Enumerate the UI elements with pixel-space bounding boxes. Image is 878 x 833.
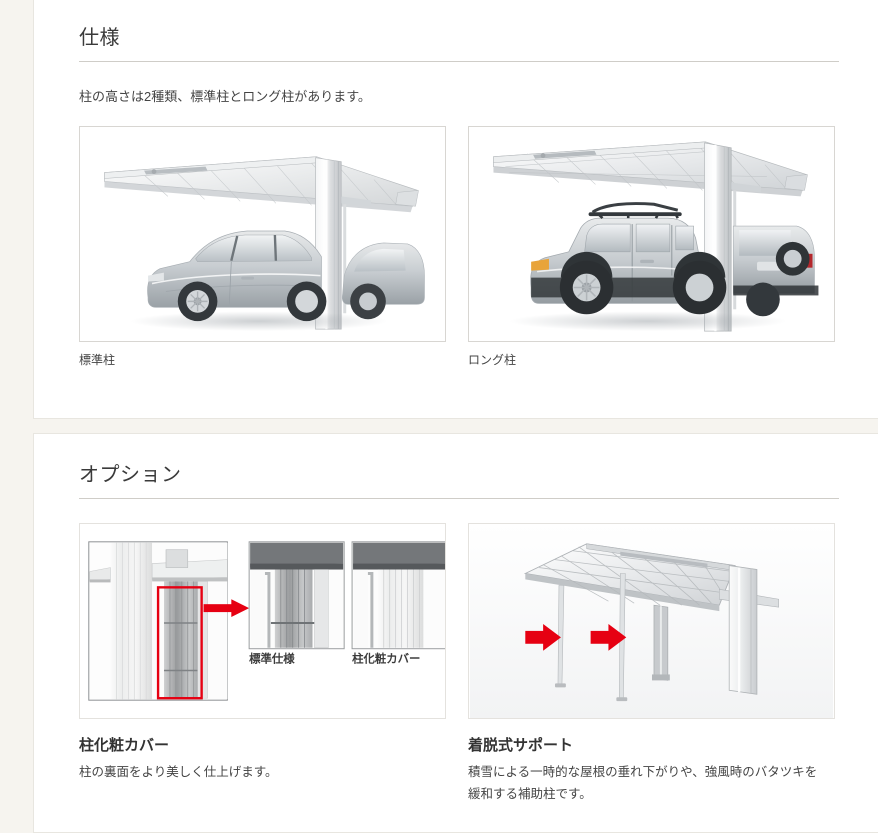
red-arrow-icon-right — [590, 623, 627, 651]
option-item-pillar-cover: 標準仕様 — [79, 523, 446, 806]
option-description-support: 積雪による一時的な屋根の垂れ下がりや、強風時のバタツキを緩和する補助柱です。 — [468, 765, 818, 801]
option-title-pillar-cover: 柱化粧カバー — [79, 737, 170, 754]
option-description-pillar-cover: 柱の裏面をより美しく仕上げます。 — [79, 765, 278, 779]
detachable-support-diagram — [469, 524, 834, 718]
option-section-heading: オプション — [79, 464, 182, 486]
option-photo-frame-pillar-cover[interactable]: 標準仕様 — [79, 523, 446, 719]
spec-section-inner: 仕様 柱の高さは2種類、標準柱とロング柱があります。 — [34, 0, 878, 369]
spec-photo-frame-long[interactable] — [468, 126, 835, 343]
spec-lead-text: 柱の高さは2種類、標準柱とロング柱があります。 — [79, 89, 371, 104]
spec-image-row: 標準柱 — [79, 126, 878, 369]
option-item-support: 着脱式サポート 積雪による一時的な屋根の垂れ下がりや、強風時のバタツキを緩和する… — [468, 523, 835, 806]
pillar-cover-diagram: 標準仕様 — [80, 524, 445, 718]
spec-image-caption-long: ロング柱 — [468, 353, 517, 368]
option-photo-frame-support[interactable] — [468, 523, 835, 719]
spec-image-caption-standard: 標準柱 — [79, 353, 116, 368]
spec-photo-frame-standard[interactable] — [79, 126, 446, 343]
option-section-card: オプション — [33, 433, 878, 833]
spec-section-heading: 仕様 — [79, 27, 120, 49]
red-arrow-icon-left — [525, 623, 561, 651]
option-row: 標準仕様 — [79, 523, 878, 806]
thumb-label-standard: 標準仕様 — [249, 652, 295, 666]
spec-image-item-standard: 標準柱 — [79, 126, 446, 369]
spec-heading-divider — [79, 61, 839, 62]
option-title-support: 着脱式サポート — [468, 737, 574, 754]
spec-section-card: 仕様 柱の高さは2種類、標準柱とロング柱があります。 — [33, 0, 878, 419]
thumb-label-cover: 柱化粧カバー — [352, 652, 420, 666]
carport-suv-photo — [469, 127, 834, 342]
carport-sedan-photo — [80, 127, 445, 342]
red-arrow-icon — [203, 599, 250, 618]
option-section-inner: オプション — [34, 434, 878, 806]
spec-image-item-long: ロング柱 — [468, 126, 835, 369]
option-heading-divider — [79, 498, 839, 499]
